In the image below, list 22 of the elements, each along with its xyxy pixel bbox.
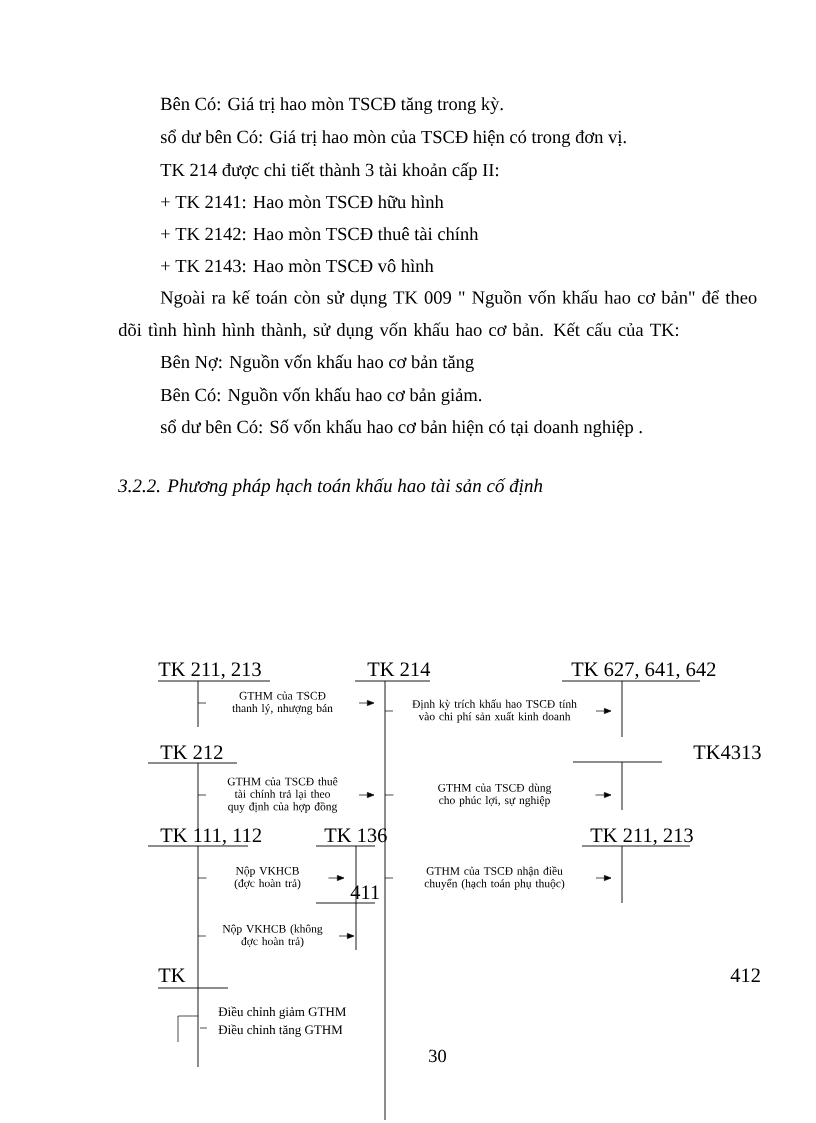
text-line: + TK 2143: Hao mòn TSCĐ vô hình [161,259,434,273]
edge-label: Định kỳ trích khấu hao TSCĐ tính vào chi phí sản xuất kinh doanh [393,698,596,724]
text-line: + TK 2142: Hao mòn TSCĐ thuê tài chính [161,227,479,241]
text-line: TK 214 được chi tiết thành 3 tài khoản cấp II: [160,162,499,180]
edge-label: GTHM của TSCĐ nhận điều chuyển (hạch toán phụ thuộc) [393,865,596,891]
text-line: 30 [429,1049,446,1063]
edge-label: GTHM của TSCĐ thuê tài chính trả lại theo quy định của hợp đồng [206,776,359,814]
text-line: + TK 2141: Hao mòn TSCĐ hữu hình [161,195,444,209]
section-heading: 3.2.2. Phương pháp hạch toán khấu hao tài sản cố định [118,478,543,497]
edge-label: Nộp VKHCB (không đợc hoàn trả) [206,923,339,949]
text-line: Bên Có: Giá trị hao mòn TSCĐ tăng trong kỳ. [160,97,503,114]
edge-label: Nộp VKHCB (đợc hoàn trả) [206,865,329,891]
text-line: sổ dư bên Có: Số vốn khấu hao cơ bản hiện có tại doanh nghiệp . [160,419,642,437]
edge-label: GTHM của TSCĐ thanh lý, nhượng bán [206,690,359,716]
note: Điều chỉnh giảm GTHM [218,1006,346,1019]
text-line: sổ dư bên Có: Giá trị hao mòn của TSCĐ hiện có trong đơn vị. [160,129,626,147]
text-line: Bên Có: Nguồn vốn khấu hao cơ bản giảm. [160,387,482,405]
text-line: Bên Nợ: Nguồn vốn khấu hao cơ bản tăng [160,354,474,372]
edge-label: GTHM của TSCĐ dùng cho phúc lợi, sự nghiệp [393,782,596,808]
note: Điều chỉnh tăng GTHM [218,1024,343,1037]
account-number: 412 [730,968,760,982]
paragraph: Ngoài ra kế toán còn sử dụng TK 009 " Nguồn vốn khấu hao cơ bản" để theo dõi tình hình hình thành, sử dụng vốn khấu hao cơ bản. Kết cấu của TK: [118,290,757,340]
